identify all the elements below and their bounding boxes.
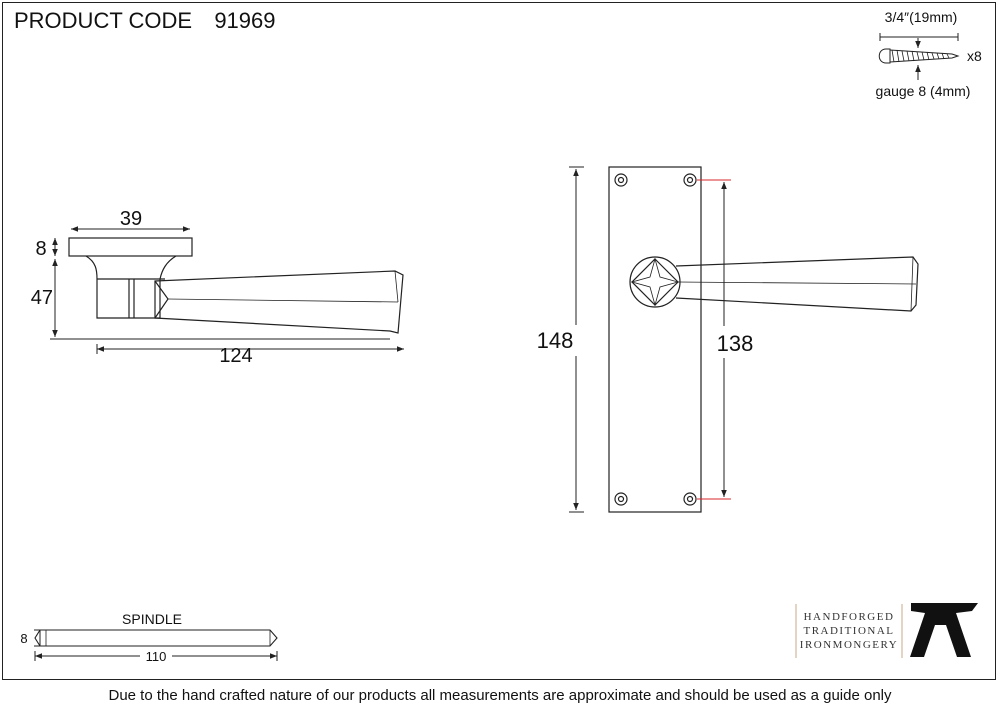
rose-thickness-label: 8	[35, 238, 46, 260]
spindle-title: SPINDLE	[122, 611, 182, 627]
fixing-centres-label: 138	[717, 331, 754, 356]
screw-hole-top-right	[683, 173, 697, 187]
lever-tip-edge	[394, 270, 399, 303]
spindle-length-label: 110	[146, 649, 167, 664]
screw-thread	[891, 49, 950, 63]
product-code-value: 91969	[214, 8, 276, 33]
rose-width-label: 39	[120, 208, 142, 230]
screw-gauge-label: gauge 8 (4mm)	[876, 83, 971, 99]
lever-arm-front	[675, 256, 919, 312]
spindle-height-label: 8	[20, 631, 27, 646]
lever-front-tip-edge	[910, 256, 914, 312]
side-view	[50, 237, 404, 340]
boss-diamond	[631, 258, 679, 306]
lever-arm-bevel	[154, 280, 169, 319]
backplate	[608, 166, 702, 513]
screw-head	[878, 48, 891, 64]
drawing-frame	[2, 2, 996, 680]
lever-boss	[629, 256, 681, 308]
screw-length-label: 3/4″(19mm)	[885, 9, 958, 25]
rose-backplate	[68, 237, 193, 257]
front-view-dimensions	[569, 166, 731, 513]
spindle-diagram	[34, 629, 278, 661]
rose-neck	[85, 255, 177, 319]
brand-line1: HANDFORGED	[804, 611, 895, 623]
spindle-height-bracket	[34, 629, 41, 647]
boss-facets	[630, 257, 680, 307]
product-code-label: PRODUCT CODE	[14, 8, 193, 33]
disclaimer-footer: Due to the hand crafted nature of our pr…	[108, 687, 892, 704]
lever-arm-side	[154, 270, 404, 334]
brand-logo: HANDFORGED TRADITIONAL IRONMONGERY	[795, 603, 978, 658]
screw-diagram	[878, 33, 960, 80]
anvil-icon	[910, 603, 978, 657]
product-code: PRODUCT CODE 91969	[14, 8, 276, 34]
spindle-bar	[34, 629, 278, 647]
screw-hole-bottom-left	[614, 492, 628, 506]
lever-length-label: 124	[219, 345, 252, 367]
side-view-dimensions	[52, 226, 404, 354]
plate-height-label: 148	[537, 328, 574, 353]
screw-hole-bottom-right	[683, 492, 697, 506]
screw-quantity-label: x8	[967, 48, 982, 64]
brand-line2: TRADITIONAL	[803, 625, 894, 637]
projection-label: 47	[31, 287, 53, 309]
screw-hole-top-left	[614, 173, 628, 187]
screw-shank	[889, 49, 960, 63]
brand-line3: IRONMONGERY	[800, 639, 898, 651]
lever-arm-ridge	[167, 298, 399, 303]
front-view	[608, 166, 919, 513]
lever-arm-front-ridge	[677, 281, 917, 285]
